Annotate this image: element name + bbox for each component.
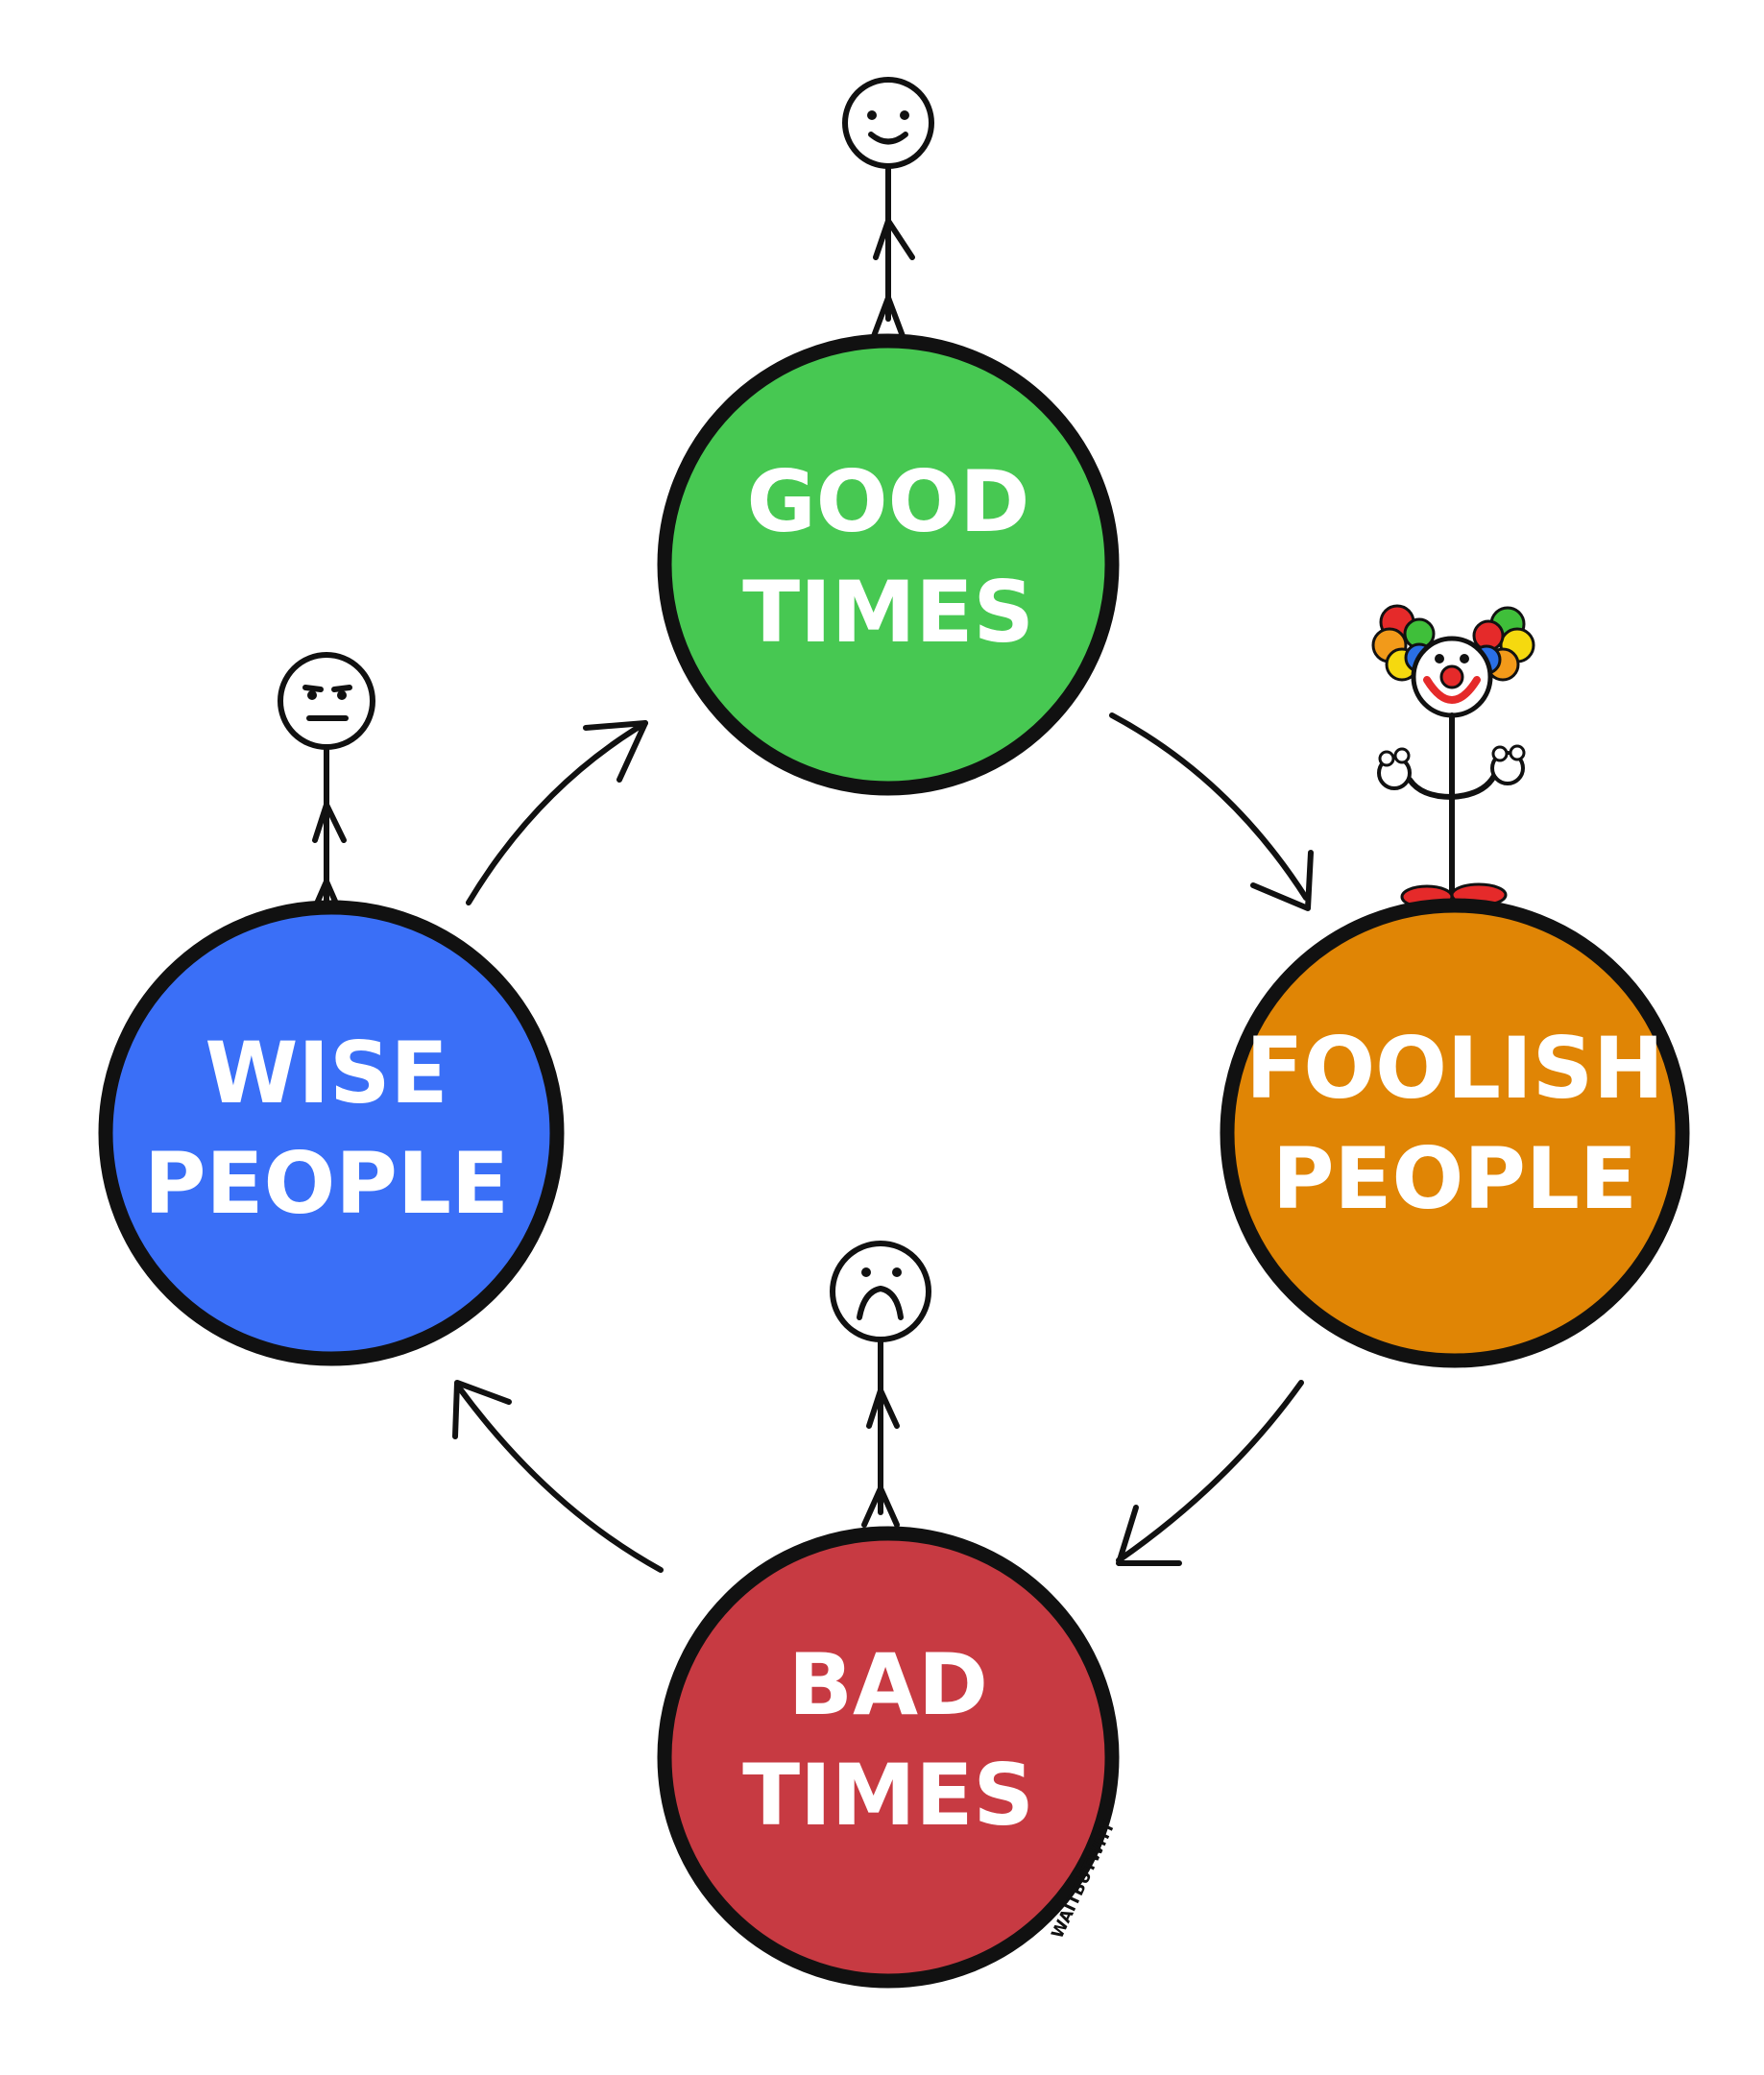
arrow-wise-to-good bbox=[466, 720, 648, 905]
node-bad-times: BAD TIMES bbox=[657, 1526, 1120, 1989]
clown-gloves-icon bbox=[1377, 744, 1526, 790]
node-label-line-2: PEOPLE bbox=[144, 1134, 509, 1233]
clown-figure-icon bbox=[1371, 604, 1535, 909]
frowning-figure-icon bbox=[830, 1241, 931, 1528]
serious-figure-icon bbox=[278, 652, 375, 915]
arrow-foolish-to-bad bbox=[1116, 1380, 1304, 1566]
node-label-line-1: WISE bbox=[205, 1024, 447, 1122]
node-label-line-1: GOOD bbox=[747, 452, 1030, 551]
clown-nose-icon bbox=[1439, 664, 1464, 689]
node-good-times: GOOD TIMES bbox=[657, 333, 1120, 796]
smiling-figure-icon bbox=[842, 77, 934, 339]
arrow-bad-to-wise bbox=[452, 1380, 664, 1573]
node-label-line-1: FOOLISH bbox=[1245, 1019, 1664, 1118]
node-foolish-people: FOOLISH PEOPLE bbox=[1220, 898, 1690, 1368]
node-label-line-2: TIMES bbox=[742, 1746, 1034, 1845]
node-label-line-1: BAD bbox=[788, 1635, 988, 1734]
node-label-line-2: PEOPLE bbox=[1272, 1129, 1637, 1228]
node-label-line-2: TIMES bbox=[742, 563, 1034, 662]
node-wise-people: WISE PEOPLE bbox=[98, 900, 565, 1366]
arrow-good-to-foolish bbox=[1109, 712, 1314, 911]
